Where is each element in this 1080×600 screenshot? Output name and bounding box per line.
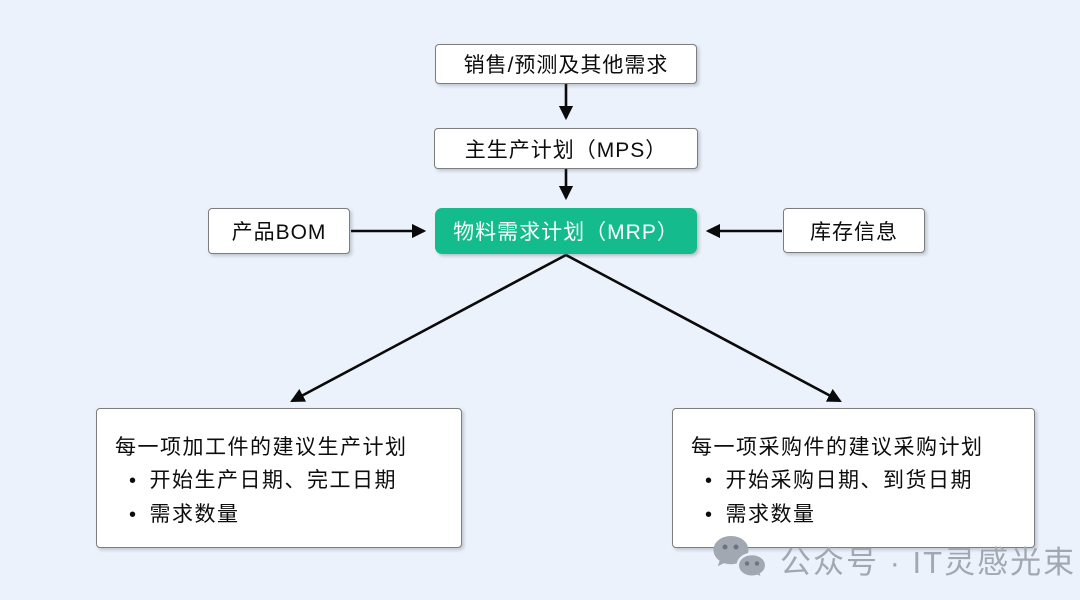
node-master-production-schedule: 主生产计划（MPS） — [434, 128, 698, 169]
bullet-text: 开始采购日期、到货日期 — [725, 469, 974, 492]
node-label: 产品BOM — [231, 221, 327, 244]
bullet-item: • 开始生产日期、完工日期 — [115, 464, 397, 498]
node-inventory-info: 库存信息 — [783, 208, 925, 253]
node-label: 主生产计划（MPS） — [464, 138, 668, 162]
arrow-mrp-to-purchase — [565, 253, 842, 403]
node-production-plan: 每一项加工件的建议生产计划 • 开始生产日期、完工日期 • 需求数量 — [96, 408, 462, 548]
bullet-dot: • — [705, 504, 714, 526]
node-label: 销售/预测及其他需求 — [463, 54, 669, 77]
node-title: 每一项加工件的建议生产计划 — [115, 436, 408, 459]
node-mrp-highlight: 物料需求计划（MRP） — [435, 208, 697, 254]
bullet-dot: • — [129, 470, 138, 492]
node-purchase-plan: 每一项采购件的建议采购计划 • 开始采购日期、到货日期 • 需求数量 — [672, 408, 1035, 548]
arrow-mrp-to-production — [290, 253, 567, 403]
node-sales-forecast-demand: 销售/预测及其他需求 — [435, 44, 697, 84]
node-label: 库存信息 — [810, 220, 898, 244]
bullet-text: 需求数量 — [725, 503, 816, 526]
node-product-bom: 产品BOM — [208, 208, 350, 254]
node-title: 每一项采购件的建议采购计划 — [691, 436, 984, 459]
bullet-text: 开始生产日期、完工日期 — [149, 469, 398, 492]
bullet-text: 需求数量 — [149, 503, 240, 526]
bullet-item: • 开始采购日期、到货日期 — [691, 464, 973, 498]
bullet-item: • 需求数量 — [691, 498, 816, 532]
wechat-icon — [713, 536, 768, 582]
bullet-item: • 需求数量 — [115, 498, 240, 532]
bullet-dot: • — [129, 504, 138, 526]
watermark: 公众号 · IT灵感光束 — [710, 532, 1076, 586]
bullet-dot: • — [705, 470, 714, 492]
node-label: 物料需求计划（MRP） — [453, 221, 679, 244]
watermark-text: 公众号 · IT灵感光束 — [780, 544, 1077, 580]
